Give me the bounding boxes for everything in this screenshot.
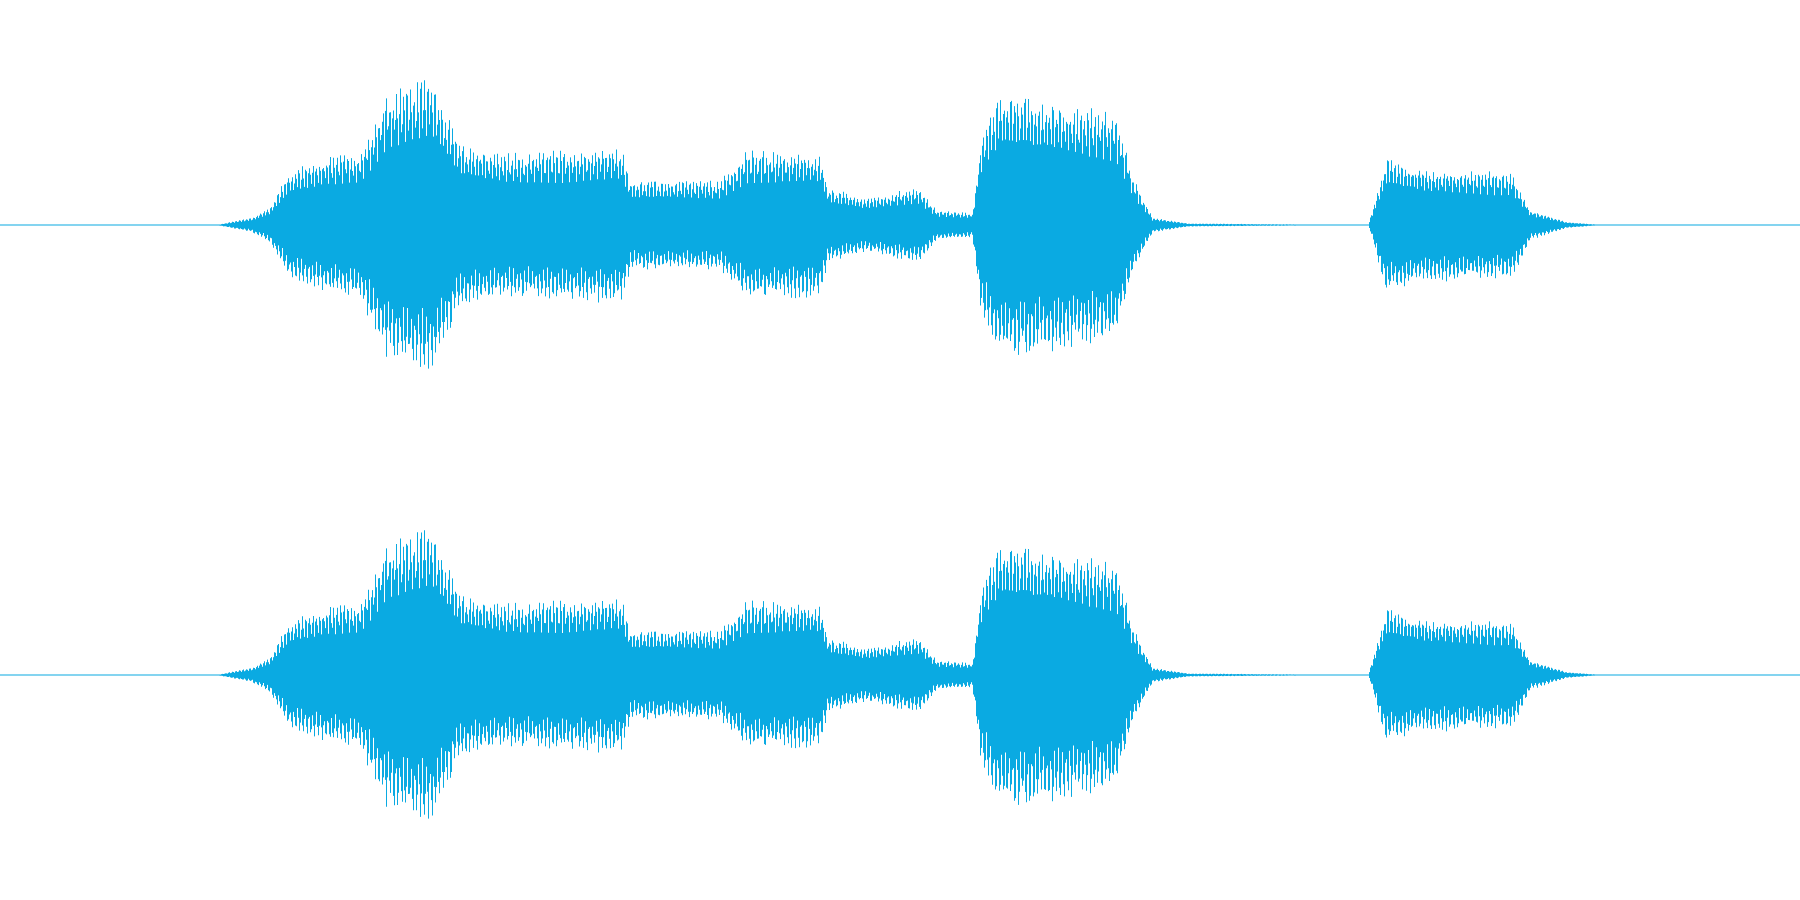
- channel-2-waveform: [218, 530, 1598, 819]
- channel-1-waveform: [218, 80, 1598, 369]
- waveform-channel-2: [0, 530, 1800, 819]
- waveform-channel-1: [0, 80, 1800, 369]
